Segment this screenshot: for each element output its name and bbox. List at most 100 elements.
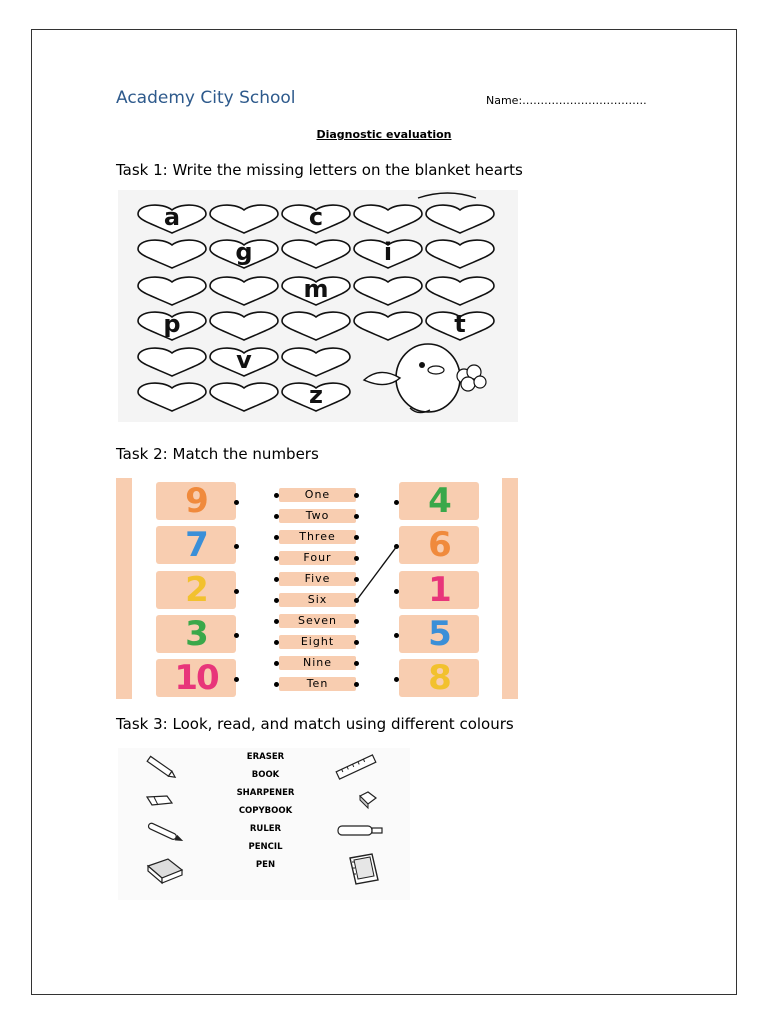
left-border-bar: [116, 478, 132, 699]
left-number-card: 9: [156, 482, 236, 520]
heart-shape: [209, 382, 279, 412]
heart-shape: [209, 204, 279, 234]
number-word-card: Seven: [279, 614, 356, 628]
match-dot[interactable]: [394, 677, 399, 682]
match-dot[interactable]: [274, 661, 279, 666]
right-number-card: 1: [399, 571, 479, 609]
example-match-line: [355, 545, 398, 602]
match-dot[interactable]: [354, 619, 359, 624]
heart-shape: [209, 239, 279, 269]
match-dot[interactable]: [354, 556, 359, 561]
eraser-icon: [145, 795, 174, 806]
heart-shape: [209, 311, 279, 341]
page-frame: [31, 29, 737, 995]
heart-top-edge: [417, 192, 477, 199]
heart-shape: [353, 239, 423, 269]
number-word-card: Nine: [279, 656, 356, 670]
match-dot[interactable]: [274, 535, 279, 540]
match-dot[interactable]: [354, 640, 359, 645]
ruler-icon: [335, 754, 377, 780]
heart-shape: [425, 276, 495, 306]
name-field: Name:…………………………….: [486, 94, 647, 107]
school-name: Academy City School: [116, 88, 296, 108]
match-dot[interactable]: [274, 619, 279, 624]
number-word-card: Three: [279, 530, 356, 544]
heart-shape: [281, 276, 351, 306]
match-dot[interactable]: [394, 633, 399, 638]
number-word-card: Two: [279, 509, 356, 523]
match-dot[interactable]: [274, 556, 279, 561]
heart-shape: [425, 311, 495, 341]
pencil-icon: [146, 755, 177, 778]
task3-title: Task 3: Look, read, and match using diff…: [116, 715, 514, 733]
item-word: BOOK: [251, 770, 280, 780]
match-dot[interactable]: [354, 493, 359, 498]
heart-letter: p: [163, 310, 180, 338]
heart-letter: m: [303, 275, 328, 303]
heart-shape: [353, 204, 423, 234]
heart-shape: [425, 239, 495, 269]
match-dot[interactable]: [354, 682, 359, 687]
match-dot[interactable]: [234, 633, 239, 638]
item-word: RULER: [249, 824, 282, 834]
heart-letter: c: [309, 203, 323, 231]
match-dot[interactable]: [274, 577, 279, 582]
heart-letter: z: [309, 381, 323, 409]
heart-letter: v: [236, 346, 252, 374]
number-word-card: Four: [279, 551, 356, 565]
number-word-card: Eight: [279, 635, 356, 649]
right-number-card: 4: [399, 482, 479, 520]
match-dot[interactable]: [234, 589, 239, 594]
copybook-icon: [349, 853, 379, 885]
match-dot[interactable]: [234, 544, 239, 549]
pen-icon: [147, 822, 184, 842]
match-dot[interactable]: [274, 640, 279, 645]
number-word-card: Ten: [279, 677, 356, 691]
heart-shape: [137, 276, 207, 306]
heart-shape: [281, 347, 351, 377]
heart-shape: [281, 204, 351, 234]
heart-letter: i: [384, 238, 392, 266]
right-number-card: 5: [399, 615, 479, 653]
sharpener-icon: [358, 791, 377, 810]
glue-stick-icon: [337, 825, 383, 836]
match-dot[interactable]: [274, 598, 279, 603]
heart-shape: [281, 311, 351, 341]
number-word-card: Six: [279, 593, 356, 607]
item-word: SHARPENER: [236, 788, 295, 798]
item-word: ERASER: [246, 752, 285, 762]
right-border-bar: [502, 478, 518, 699]
heart-shape: [353, 276, 423, 306]
heart-shape: [209, 347, 279, 377]
left-number-card: 7: [156, 526, 236, 564]
number-word-card: One: [279, 488, 356, 502]
match-dot[interactable]: [354, 535, 359, 540]
heart-shape: [137, 311, 207, 341]
match-dot[interactable]: [354, 661, 359, 666]
match-dot[interactable]: [274, 682, 279, 687]
match-dot[interactable]: [274, 493, 279, 498]
heart-shape: [209, 276, 279, 306]
match-dot[interactable]: [234, 500, 239, 505]
match-dot[interactable]: [394, 589, 399, 594]
match-dot[interactable]: [274, 514, 279, 519]
match-dot[interactable]: [354, 514, 359, 519]
heart-letter: g: [235, 238, 252, 266]
heart-shape: [137, 347, 207, 377]
heart-shape: [281, 382, 351, 412]
doc-subtitle: Diagnostic evaluation: [316, 128, 452, 141]
heart-shape: [137, 382, 207, 412]
task1-title: Task 1: Write the missing letters on the…: [116, 161, 523, 179]
item-word: PENCIL: [248, 842, 283, 852]
heart-shape: [281, 239, 351, 269]
match-dot[interactable]: [354, 577, 359, 582]
number-word-card: Five: [279, 572, 356, 586]
match-dot[interactable]: [394, 500, 399, 505]
heart-letter: a: [164, 203, 180, 231]
match-dot[interactable]: [234, 677, 239, 682]
left-number-card: 10: [156, 659, 236, 697]
left-number-card: 3: [156, 615, 236, 653]
